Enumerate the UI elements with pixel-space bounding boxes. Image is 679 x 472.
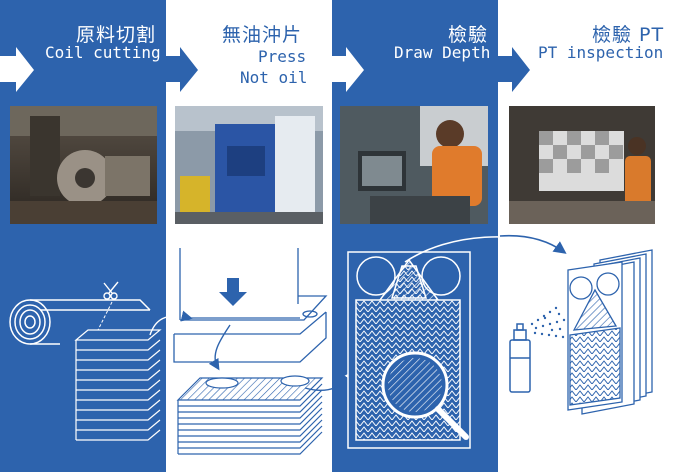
flow-arrow-3: [332, 47, 364, 92]
spray-mist: [530, 306, 566, 339]
flow-arrow-4: [498, 47, 530, 92]
step-2-title-zh: 無油沖片: [222, 24, 303, 46]
draw-depth-inspection-photo: [340, 106, 488, 224]
step-3-title-en: Draw Depth: [394, 43, 491, 62]
step-3-title-zh: 檢驗: [448, 24, 489, 46]
press-down-arrow-icon: [219, 278, 247, 306]
flow-arrow-1: [0, 47, 34, 92]
press-machine-icon: [173, 248, 328, 363]
pressed-plate-stack: [176, 375, 324, 455]
scissors-icon: [103, 281, 119, 300]
pt-inspection-photo: [509, 106, 655, 224]
step-2-title-en-line1: Press: [258, 47, 307, 66]
step-panel-coil-cutting: [0, 0, 166, 472]
step-1-title-en: Coil cutting: [45, 43, 161, 62]
coil-cutting-machine-photo: [10, 106, 157, 224]
cut-sheet-stack: [74, 329, 162, 441]
press-machine-photo: [175, 106, 323, 224]
flow-arrow-2: [166, 47, 198, 92]
step-1-title-zh: 原料切割: [76, 24, 157, 46]
spray-can-icon: [509, 323, 531, 393]
magnifier-icon: [381, 351, 469, 440]
step-2-title-en-line2: Not oil: [240, 68, 308, 87]
coil-roll-icon: [9, 299, 151, 345]
sheet-to-press-arrow: [149, 310, 193, 336]
pt-plate-stack: [567, 249, 653, 415]
inspection-to-pt-arrow: [404, 236, 563, 263]
step-4-title-en: PT inspection: [538, 43, 664, 62]
step-4-title-zh: 檢驗 PT: [592, 24, 665, 46]
